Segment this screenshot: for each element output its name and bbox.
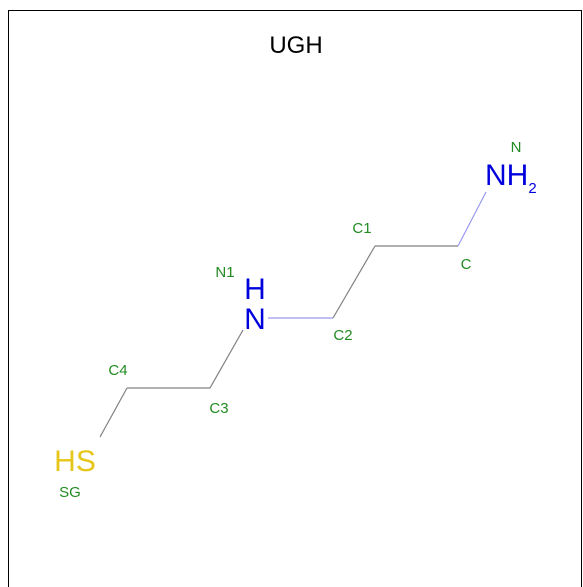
atom-label-c3: C3 xyxy=(209,400,228,417)
element-symbols: NH2 H N HS xyxy=(54,159,537,478)
bond-c4-sg xyxy=(99,387,128,438)
nh-nitrogen: N xyxy=(244,303,266,336)
atom-label-c1: C1 xyxy=(352,220,371,237)
atom-label-sg: SG xyxy=(59,484,81,501)
nh2-group: NH2 xyxy=(485,159,537,197)
hs-group: HS xyxy=(54,445,96,478)
atom-label-c: C xyxy=(461,256,472,273)
atom-label-c4: C4 xyxy=(108,362,127,379)
atom-label-n1: N1 xyxy=(215,264,234,281)
atom-label-c2: C2 xyxy=(333,327,352,344)
molecule-title: UGH xyxy=(269,32,322,59)
atom-labels: N C C1 C2 N1 C3 C4 SG xyxy=(59,139,521,501)
bond-c1-c2 xyxy=(332,245,376,319)
bond-n1-c3 xyxy=(209,329,244,389)
diagram-frame xyxy=(8,10,582,587)
atom-label-n: N xyxy=(511,139,522,156)
nh-hydrogen: H xyxy=(244,273,266,306)
bond-n-c xyxy=(457,191,487,247)
bonds xyxy=(99,191,487,438)
